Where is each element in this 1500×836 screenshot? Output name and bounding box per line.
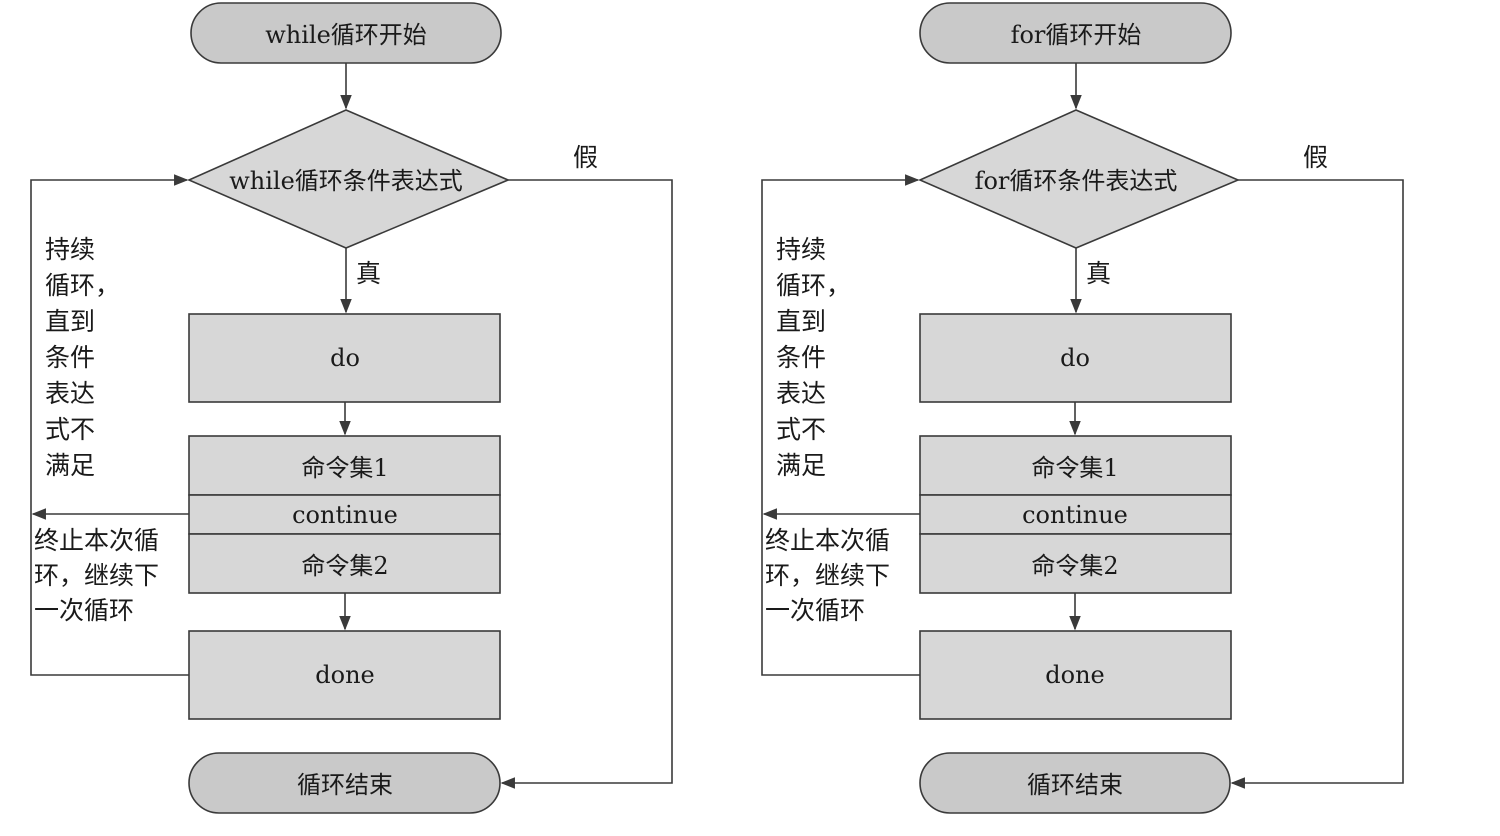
continue-box [188,494,501,535]
continue-label: continue [292,501,398,529]
loop-note-line: 持续 [45,235,95,264]
continue-note-line: 一次循环 [765,596,865,625]
continue-note-line: 终止本次循 [34,526,159,555]
while-flowchart: while循环开始 while循环条件表达式 假 真 do 命令集1 conti… [30,2,673,814]
loop-back-path [761,174,920,676]
continue-box [919,494,1232,535]
commands1-box [919,435,1232,496]
loop-note-line: 表达 [45,379,95,408]
loop-note-line: 式不 [776,415,826,444]
loop-back-path [30,174,189,676]
loop-note-line: 满足 [45,451,95,480]
true-label: 真 [356,259,381,288]
start-label: while循环开始 [265,21,427,49]
end-label: 循环结束 [297,771,393,799]
continue-label: continue [1022,501,1128,529]
condition-label: while循环条件表达式 [229,167,463,195]
commands2-box [919,533,1232,594]
true-label: 真 [1086,259,1111,288]
commands2-label: 命令集2 [301,552,388,580]
continue-note: 终止本次循 环，继续下 一次循环 [765,526,890,625]
commands2-label: 命令集2 [1031,552,1118,580]
start-label: for循环开始 [1011,21,1142,49]
loop-note-line: 条件 [45,343,95,372]
condition-label: for循环条件表达式 [975,167,1178,195]
loop-note-line: 循环， [776,271,851,300]
continue-note-line: 终止本次循 [765,526,890,555]
loop-note-line: 直到 [45,307,95,336]
do-label: do [1060,344,1090,372]
done-box [188,630,501,720]
continue-note-line: 一次循环 [34,596,134,625]
done-label: done [315,661,374,689]
commands2-box [188,533,501,594]
commands1-label: 命令集1 [301,454,388,482]
continue-note: 终止本次循 环，继续下 一次循环 [34,526,159,625]
end-terminator [188,752,501,814]
false-label: 假 [573,143,598,172]
loop-note-line: 式不 [45,415,95,444]
done-box [919,630,1232,720]
loop-note-line: 表达 [776,379,826,408]
end-terminator [919,752,1231,814]
end-label: 循环结束 [1027,771,1123,799]
false-path [500,179,673,789]
loop-note-line: 循环， [45,271,120,300]
loop-note: 持续 循环， 直到 条件 表达 式不 满足 [776,235,851,480]
do-label: do [330,344,360,372]
false-label: 假 [1303,143,1328,172]
continue-note-line: 环，继续下 [765,561,890,590]
loop-note-line: 直到 [776,307,826,336]
commands1-box [188,435,501,496]
done-label: done [1045,661,1104,689]
commands1-label: 命令集1 [1031,454,1118,482]
continue-note-line: 环，继续下 [34,561,159,590]
false-path [1230,179,1404,789]
for-flowchart: for循环开始 for循环条件表达式 假 真 do 命令集1 continue … [761,2,1404,814]
loop-note-line: 条件 [776,343,826,372]
loop-note: 持续 循环， 直到 条件 表达 式不 满足 [45,235,120,480]
loop-note-line: 持续 [776,235,826,264]
loop-note-line: 满足 [776,451,826,480]
